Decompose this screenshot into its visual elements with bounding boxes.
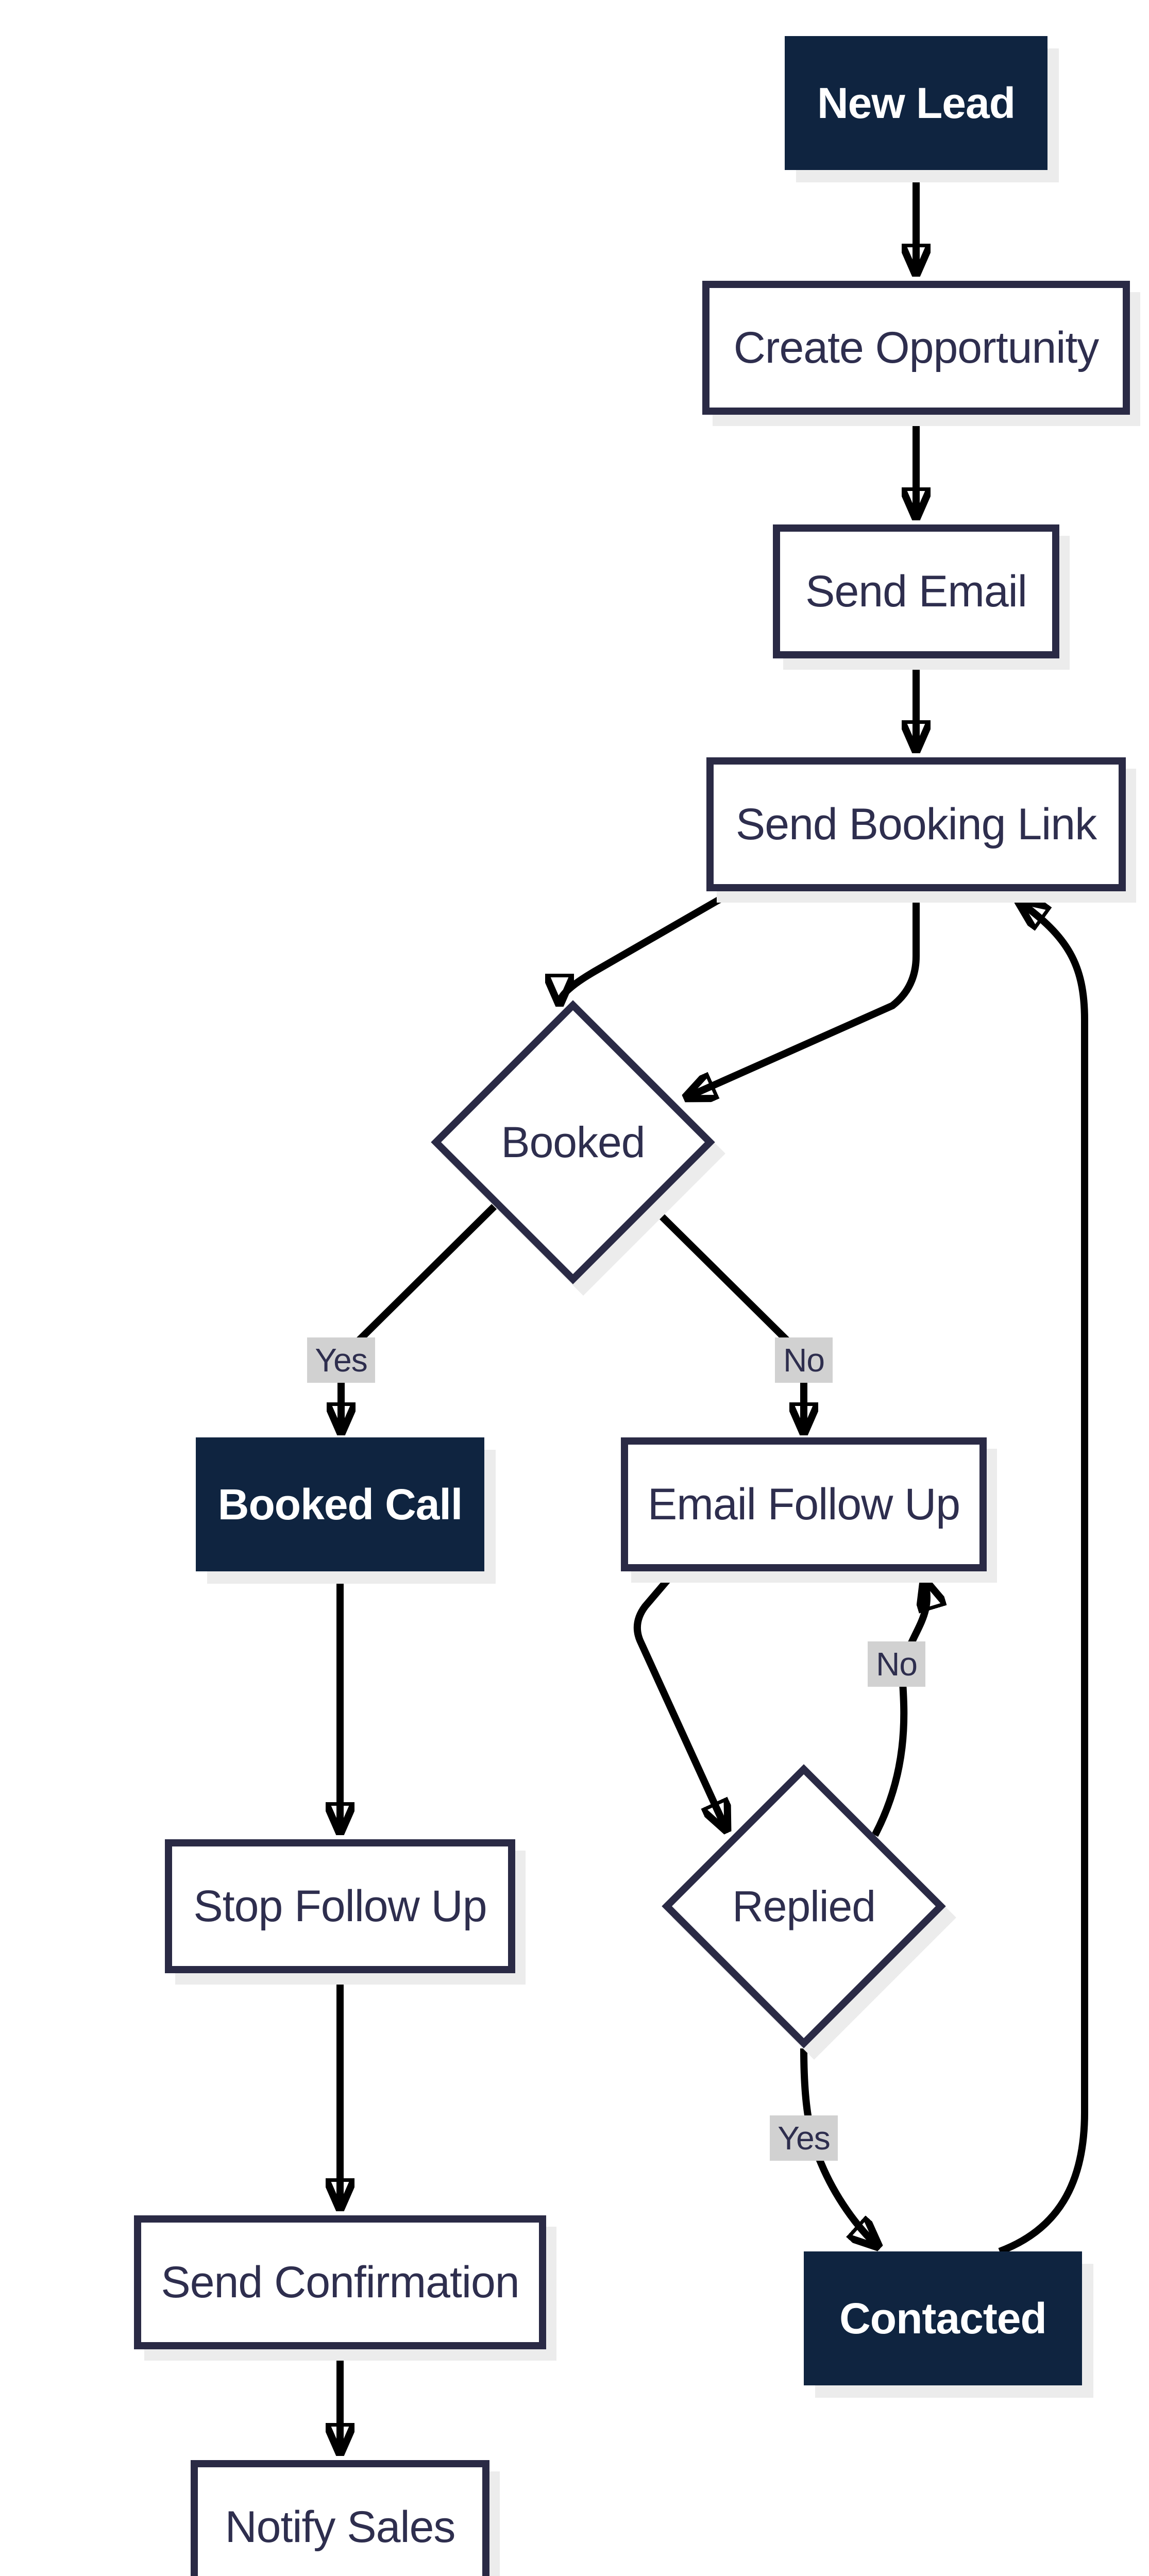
- node-replied-decision: Replied: [662, 1764, 946, 2048]
- node-contacted: Contacted: [804, 2251, 1082, 2385]
- node-booked-decision: Booked: [431, 1000, 715, 1284]
- node-send-email: Send Email: [773, 524, 1059, 658]
- edge-emailfollowup-replied: [633, 1569, 726, 1830]
- node-send-confirmation: Send Confirmation: [134, 2215, 546, 2349]
- edge-replied-yes-contacted: [800, 2048, 878, 2246]
- edge-sendbookinglink-booked-left: [560, 888, 736, 1004]
- edge-label-replied-no: No: [868, 1641, 925, 1687]
- edge-sendbookinglink-booked-right: [686, 891, 920, 1097]
- node-create-opportunity: Create Opportunity: [702, 281, 1130, 415]
- booked-diamond-label: Booked: [501, 1117, 646, 1166]
- edge-label-replied-yes: Yes: [770, 2115, 838, 2161]
- node-booked-call: Booked Call: [196, 1437, 484, 1571]
- edge-label-booked-no: No: [775, 1337, 833, 1383]
- node-stop-follow-up: Stop Follow Up: [165, 1839, 515, 1973]
- edge-label-booked-yes: Yes: [307, 1337, 375, 1383]
- node-send-booking-link: Send Booking Link: [706, 757, 1126, 891]
- node-notify-sales: Notify Sales: [191, 2460, 489, 2576]
- edge-contacted-sendbookinglink: [998, 902, 1088, 2255]
- node-new-lead: New Lead: [785, 36, 1047, 170]
- node-email-follow-up: Email Follow Up: [621, 1437, 987, 1571]
- replied-diamond-label: Replied: [732, 1882, 876, 1930]
